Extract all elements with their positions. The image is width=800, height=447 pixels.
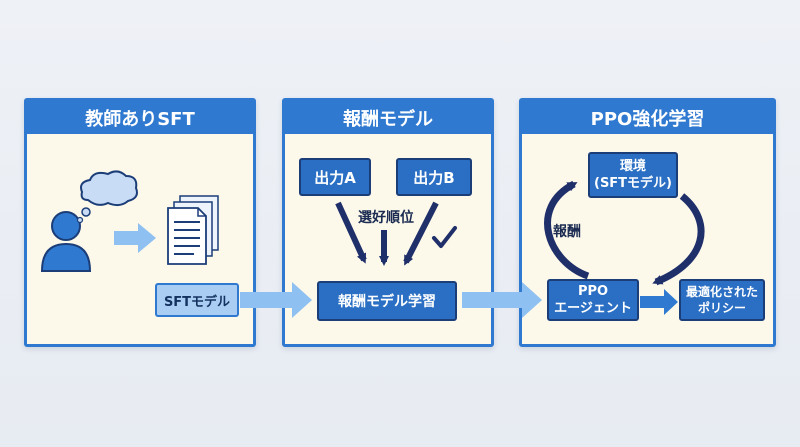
environment-label: 環境: [619, 159, 646, 174]
reward-training-label: 報酬モデル学習: [338, 294, 436, 310]
ranking-label: 選好順位: [358, 210, 414, 226]
ppo-panel-title: PPO強化学習: [522, 101, 773, 134]
sft-model-label: SFTモデル: [163, 294, 231, 310]
documents-icon: [167, 195, 219, 265]
output-b-box: 出力B: [396, 158, 472, 196]
thought-bubble-icon: [76, 170, 138, 224]
sft-panel-title: 教師ありSFT: [27, 101, 253, 134]
output-a-label: 出力A: [314, 168, 356, 187]
sft-model-box: SFTモデル: [155, 283, 239, 317]
loop-arrow-agent-to-env: [544, 180, 590, 280]
arrow-output-b-down: [403, 201, 439, 266]
optimized-policy-box: 最適化された ポリシー: [679, 279, 765, 321]
ppo-agent-box: PPO エージェント: [547, 279, 639, 321]
output-b-label: 出力B: [413, 168, 455, 187]
optimized-policy-sublabel: ポリシー: [697, 301, 746, 315]
ppo-agent-label: PPO: [577, 284, 609, 299]
checkmark-icon: [432, 226, 457, 248]
reward-training-box: 報酬モデル学習: [317, 281, 457, 321]
sft-demo-arrow: [114, 223, 156, 253]
loop-arrow-env-to-agent: [652, 193, 705, 286]
person-icon: [40, 211, 92, 272]
arrow-agent-to-policy: [640, 289, 678, 315]
environment-box: 環境 (SFTモデル): [588, 152, 678, 198]
output-a-box: 出力A: [299, 158, 371, 196]
flow-arrow-reward-to-ppo: [462, 282, 542, 318]
environment-sublabel: (SFTモデル): [594, 176, 672, 191]
arrow-output-a-down: [335, 201, 367, 264]
ppo-agent-sublabel: エージェント: [554, 301, 632, 316]
flow-arrow-sft-to-reward: [240, 282, 312, 318]
reward-signal-label: 報酬: [553, 224, 581, 240]
reward-model-panel-title: 報酬モデル: [285, 101, 491, 134]
optimized-policy-label: 最適化された: [685, 285, 758, 299]
